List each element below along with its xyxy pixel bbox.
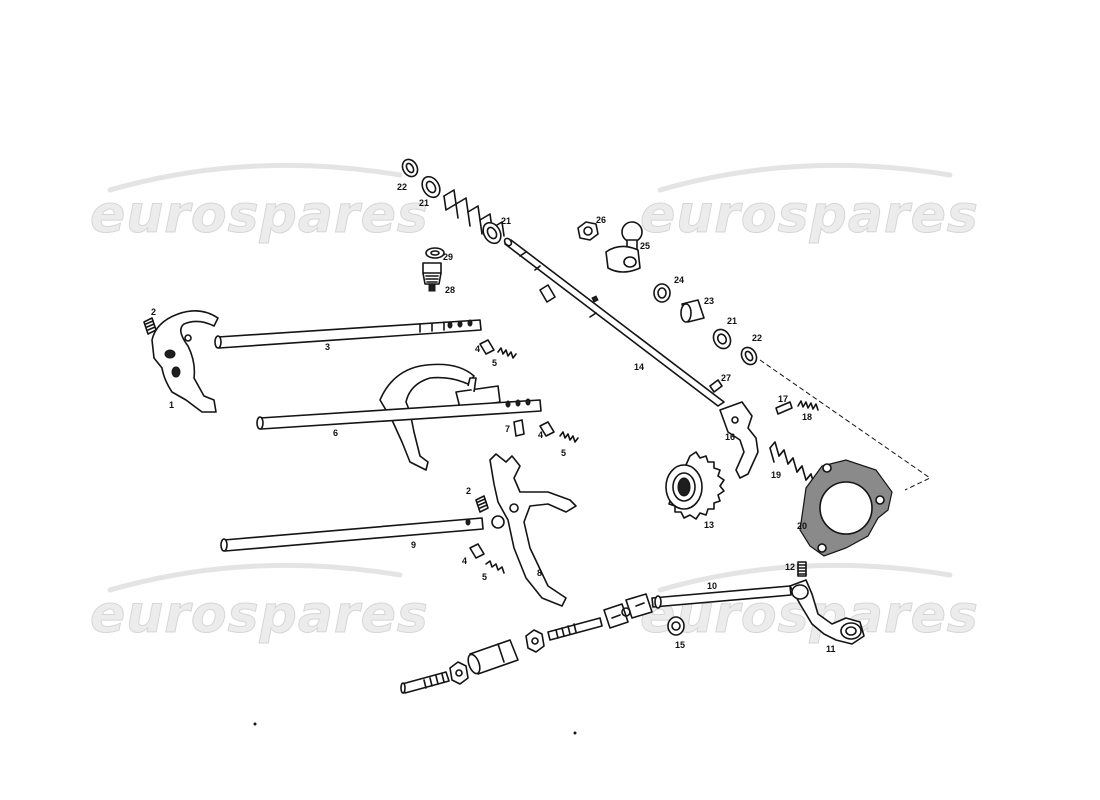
part-25-ball-joint xyxy=(605,221,643,273)
part-12-screw xyxy=(797,561,807,577)
callout-5: 5 xyxy=(482,572,487,582)
part-1-selector-fork xyxy=(151,310,219,413)
part-14-selector-rod xyxy=(503,237,725,407)
alignment-line xyxy=(759,359,931,491)
part-21-washer-3 xyxy=(712,328,732,350)
callout-24: 24 xyxy=(674,275,684,285)
callout-15: 15 xyxy=(675,640,685,650)
speck xyxy=(253,722,257,726)
callout-12: 12 xyxy=(785,562,795,572)
callout-7: 7 xyxy=(505,424,510,434)
part-26-nut xyxy=(577,221,599,241)
callout-26: 26 xyxy=(596,215,606,225)
part-5-spring-2 xyxy=(559,431,579,443)
callout-3: 3 xyxy=(325,342,330,352)
part-13-gear xyxy=(665,451,725,520)
callout-29: 29 xyxy=(443,252,453,262)
part-2-screw-2 xyxy=(475,495,489,513)
watermark-bottom-left: eurospares xyxy=(90,562,429,646)
part-21-washer-2 xyxy=(482,221,502,245)
part-3-shaft xyxy=(214,319,482,349)
callout-28: 28 xyxy=(445,285,455,295)
callout-2: 2 xyxy=(151,307,156,317)
part-9-shaft xyxy=(220,517,484,552)
part-15-washer xyxy=(667,616,685,636)
callout-16: 16 xyxy=(725,432,735,442)
callout-25: 25 xyxy=(640,241,650,251)
part-19-spring xyxy=(769,441,821,489)
part-5-spring xyxy=(497,347,517,359)
watermark-text: eurospares xyxy=(90,185,429,245)
part-18-spring xyxy=(797,400,819,411)
callout-20: 20 xyxy=(797,521,807,531)
part-17-pin xyxy=(775,401,793,415)
callout-22: 22 xyxy=(752,333,762,343)
part-4-plunger xyxy=(479,339,495,355)
part-hex-nut xyxy=(449,661,469,685)
part-8-fork xyxy=(489,453,577,607)
callout-21: 21 xyxy=(419,198,429,208)
part-2-screw xyxy=(143,317,157,335)
callout-5: 5 xyxy=(561,448,566,458)
part-threaded-rod xyxy=(400,671,450,694)
part-27-pin xyxy=(709,379,723,393)
part-22-circlip-2 xyxy=(740,346,758,366)
callout-9: 9 xyxy=(411,540,416,550)
callout-19: 19 xyxy=(771,470,781,480)
callout-27: 27 xyxy=(721,373,731,383)
part-10-rod xyxy=(651,585,792,609)
callout-14: 14 xyxy=(634,362,644,372)
part-small-bolt xyxy=(547,617,603,641)
part-20-gasket xyxy=(799,459,893,557)
callout-2: 2 xyxy=(466,486,471,496)
callout-4: 4 xyxy=(538,430,543,440)
part-29-washer xyxy=(425,247,445,259)
part-6-shaft xyxy=(256,398,542,430)
callout-1: 1 xyxy=(169,400,174,410)
watermark-text: eurospares xyxy=(90,585,429,645)
part-universal-joint xyxy=(603,593,653,629)
part-5-spring-3 xyxy=(485,560,505,574)
callout-labels: 1 2 2 3 4 4 4 5 5 5 6 7 8 9 10 11 12 13 … xyxy=(151,182,836,654)
part-28-plug xyxy=(422,262,442,292)
watermark-top-right: eurospares xyxy=(640,162,979,246)
callout-22: 22 xyxy=(397,182,407,192)
callout-18: 18 xyxy=(802,412,812,422)
part-7-pin xyxy=(513,419,525,437)
part-23-bush xyxy=(680,299,705,323)
callout-21: 21 xyxy=(501,216,511,226)
callout-13: 13 xyxy=(704,520,714,530)
watermark-text: eurospares xyxy=(640,185,979,245)
part-16-selector-lever xyxy=(719,401,759,479)
callout-6: 6 xyxy=(333,428,338,438)
callout-23: 23 xyxy=(704,296,714,306)
part-24-ring xyxy=(653,283,671,303)
callout-5: 5 xyxy=(492,358,497,368)
part-sleeve xyxy=(467,639,519,675)
part-21-washer xyxy=(421,175,441,199)
callout-10: 10 xyxy=(707,581,717,591)
part-4-plunger-2 xyxy=(539,421,555,437)
callout-4: 4 xyxy=(475,344,480,354)
watermark-top-left: eurospares xyxy=(90,162,429,246)
callout-17: 17 xyxy=(778,394,788,404)
speck xyxy=(573,731,577,735)
part-11-lever xyxy=(789,579,865,645)
part-22-circlip xyxy=(401,158,419,178)
callout-11: 11 xyxy=(826,644,836,654)
part-4-plunger-3 xyxy=(469,543,485,559)
callout-8: 8 xyxy=(537,568,542,578)
callout-4: 4 xyxy=(462,556,467,566)
part-hex-nut-2 xyxy=(525,629,545,653)
callout-21: 21 xyxy=(727,316,737,326)
